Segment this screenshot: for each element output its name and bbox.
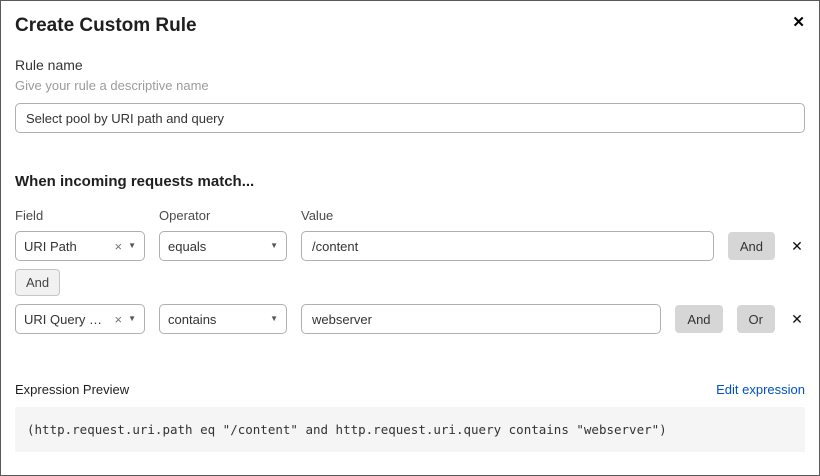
dialog-header: Create Custom Rule ✕: [15, 13, 805, 37]
clear-field-icon[interactable]: ×: [114, 311, 123, 327]
field-select[interactable]: URI Path × ▼: [15, 231, 145, 261]
remove-row-icon[interactable]: ✕: [791, 311, 803, 327]
rule-name-input[interactable]: [15, 103, 805, 133]
rule-name-hint: Give your rule a descriptive name: [15, 78, 209, 93]
chevron-down-icon: ▼: [128, 241, 136, 250]
field-column-label: Field: [15, 208, 44, 223]
add-and-button[interactable]: And: [675, 305, 723, 333]
field-select-value: URI Path: [24, 238, 77, 254]
field-select[interactable]: URI Query St... × ▼: [15, 304, 145, 334]
value-input[interactable]: [301, 304, 662, 334]
value-input[interactable]: [301, 231, 714, 261]
operator-column-label: Operator: [159, 208, 211, 223]
connector-wrap: And: [15, 269, 805, 296]
rule-name-section: Rule name Give your rule a descriptive n…: [15, 57, 805, 133]
operator-select-value: contains: [168, 311, 217, 327]
add-or-button[interactable]: Or: [736, 305, 775, 333]
operator-select-value: equals: [168, 238, 207, 254]
value-column-label: Value: [301, 208, 334, 223]
remove-row-icon[interactable]: ✕: [791, 238, 803, 254]
add-and-button[interactable]: And: [727, 232, 775, 260]
match-section-heading: When incoming requests match...: [15, 173, 255, 190]
field-select-value: URI Query St...: [24, 311, 111, 327]
expression-header: Expression Preview Edit expression: [15, 382, 805, 397]
match-row-1: URI Path × ▼ equals ▼ And ✕: [15, 231, 805, 261]
chevron-down-icon: ▼: [128, 314, 136, 323]
chevron-down-icon: ▼: [270, 241, 278, 250]
column-labels: Field Operator Value: [15, 208, 805, 223]
close-icon[interactable]: ✕: [792, 14, 805, 31]
operator-select[interactable]: contains ▼: [159, 304, 287, 334]
operator-select[interactable]: equals ▼: [159, 231, 287, 261]
chevron-down-icon: ▼: [270, 314, 278, 323]
match-row-2: URI Query St... × ▼ contains ▼ And Or ✕: [15, 304, 805, 334]
page-title: Create Custom Rule: [15, 15, 197, 36]
expression-code: (http.request.uri.path eq "/content" and…: [15, 407, 805, 452]
expression-preview-label: Expression Preview: [15, 382, 130, 397]
rule-name-label: Rule name: [15, 57, 83, 73]
and-connector-badge[interactable]: And: [15, 269, 61, 296]
edit-expression-link[interactable]: Edit expression: [716, 382, 805, 397]
clear-field-icon[interactable]: ×: [114, 238, 123, 254]
